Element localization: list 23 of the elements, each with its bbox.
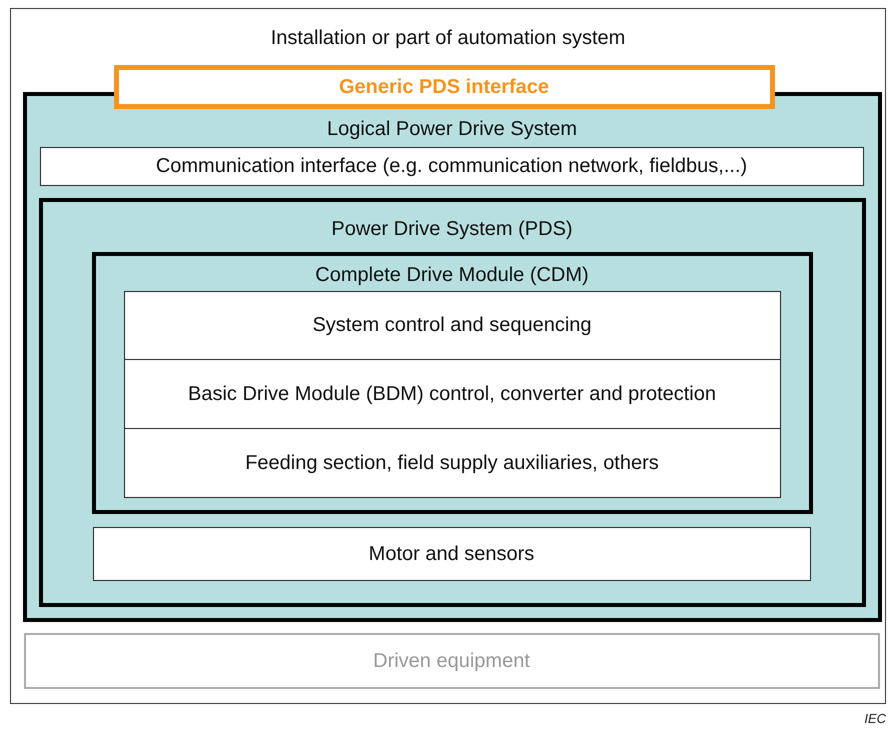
box-label: Driven equipment — [372, 648, 531, 674]
box-label: Basic Drive Module (BDM) control, converter and protection — [187, 382, 717, 406]
module-section — [124, 358, 780, 428]
communication-box — [40, 146, 864, 186]
box-heading: Logical Power Drive System — [326, 116, 578, 142]
box-label: Generic PDS interface — [338, 74, 550, 100]
motor-box — [92, 526, 810, 580]
box-label: System control and sequencing — [311, 313, 593, 338]
box-label: Motor and sensors — [368, 542, 536, 566]
box-heading: Power Drive System (PDS) — [330, 216, 574, 242]
pds-box — [38, 198, 866, 606]
outer-frame — [10, 8, 886, 704]
box-label: Communication interface (e.g. communication network, fieldbus,...) — [154, 154, 748, 179]
module-section — [124, 290, 780, 360]
source-label: IEC — [864, 711, 886, 726]
interface-box — [114, 64, 774, 108]
box-heading: Installation or part of automation system — [270, 26, 626, 50]
box-heading: Complete Drive Module (CDM) — [314, 262, 590, 288]
equipment-box — [24, 632, 880, 688]
module-section — [124, 428, 780, 498]
logical-pds-box — [22, 92, 882, 622]
cdm-box — [92, 252, 812, 514]
box-label: Feeding section, field supply auxiliaries, others — [244, 450, 660, 476]
